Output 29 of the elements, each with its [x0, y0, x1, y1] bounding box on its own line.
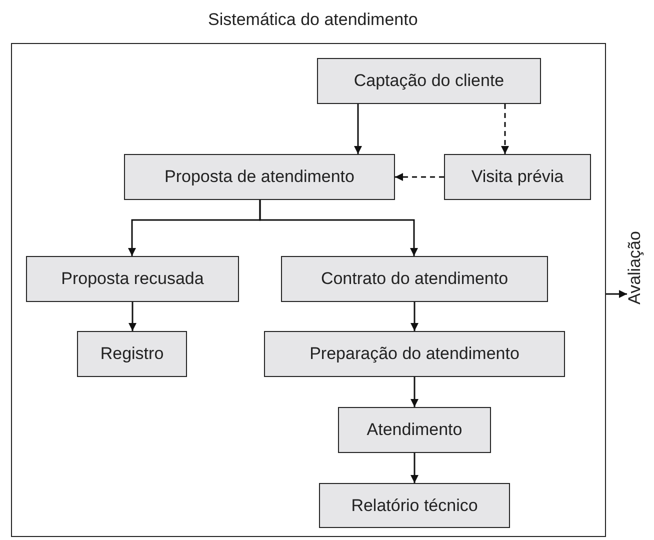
- frame-title: Sistemática do atendimento: [208, 9, 418, 31]
- process-label: Preparação do atendimento: [310, 343, 520, 366]
- process-box: [319, 483, 510, 528]
- arrow: [606, 290, 627, 298]
- process-box: [317, 58, 541, 104]
- process-label: Atendimento: [366, 419, 462, 442]
- process-box: [281, 256, 548, 302]
- output-label: Avaliação: [622, 231, 648, 305]
- process-label: Relatório técnico: [351, 494, 478, 517]
- process-label: Contrato do atendimento: [320, 268, 508, 290]
- process-label: Visita prévia: [471, 166, 564, 188]
- process-label: Captação do cliente: [354, 70, 504, 92]
- arrow: [259, 200, 418, 256]
- process-label: Registro: [100, 343, 164, 366]
- process-box: [264, 331, 565, 377]
- process-box: [338, 407, 491, 453]
- process-box: [124, 154, 395, 200]
- arrow: [410, 453, 418, 483]
- process-box: [26, 256, 239, 302]
- process-label: Proposta de atendimento: [164, 166, 354, 188]
- arrow: [410, 302, 418, 331]
- arrow: [354, 104, 362, 154]
- arrow: [410, 377, 418, 407]
- arrow: [128, 302, 136, 331]
- process-box: [444, 154, 591, 200]
- arrow: [395, 173, 444, 181]
- process-label: Proposta recusada: [61, 268, 204, 290]
- arrow: [501, 104, 509, 154]
- process-box: [77, 331, 187, 377]
